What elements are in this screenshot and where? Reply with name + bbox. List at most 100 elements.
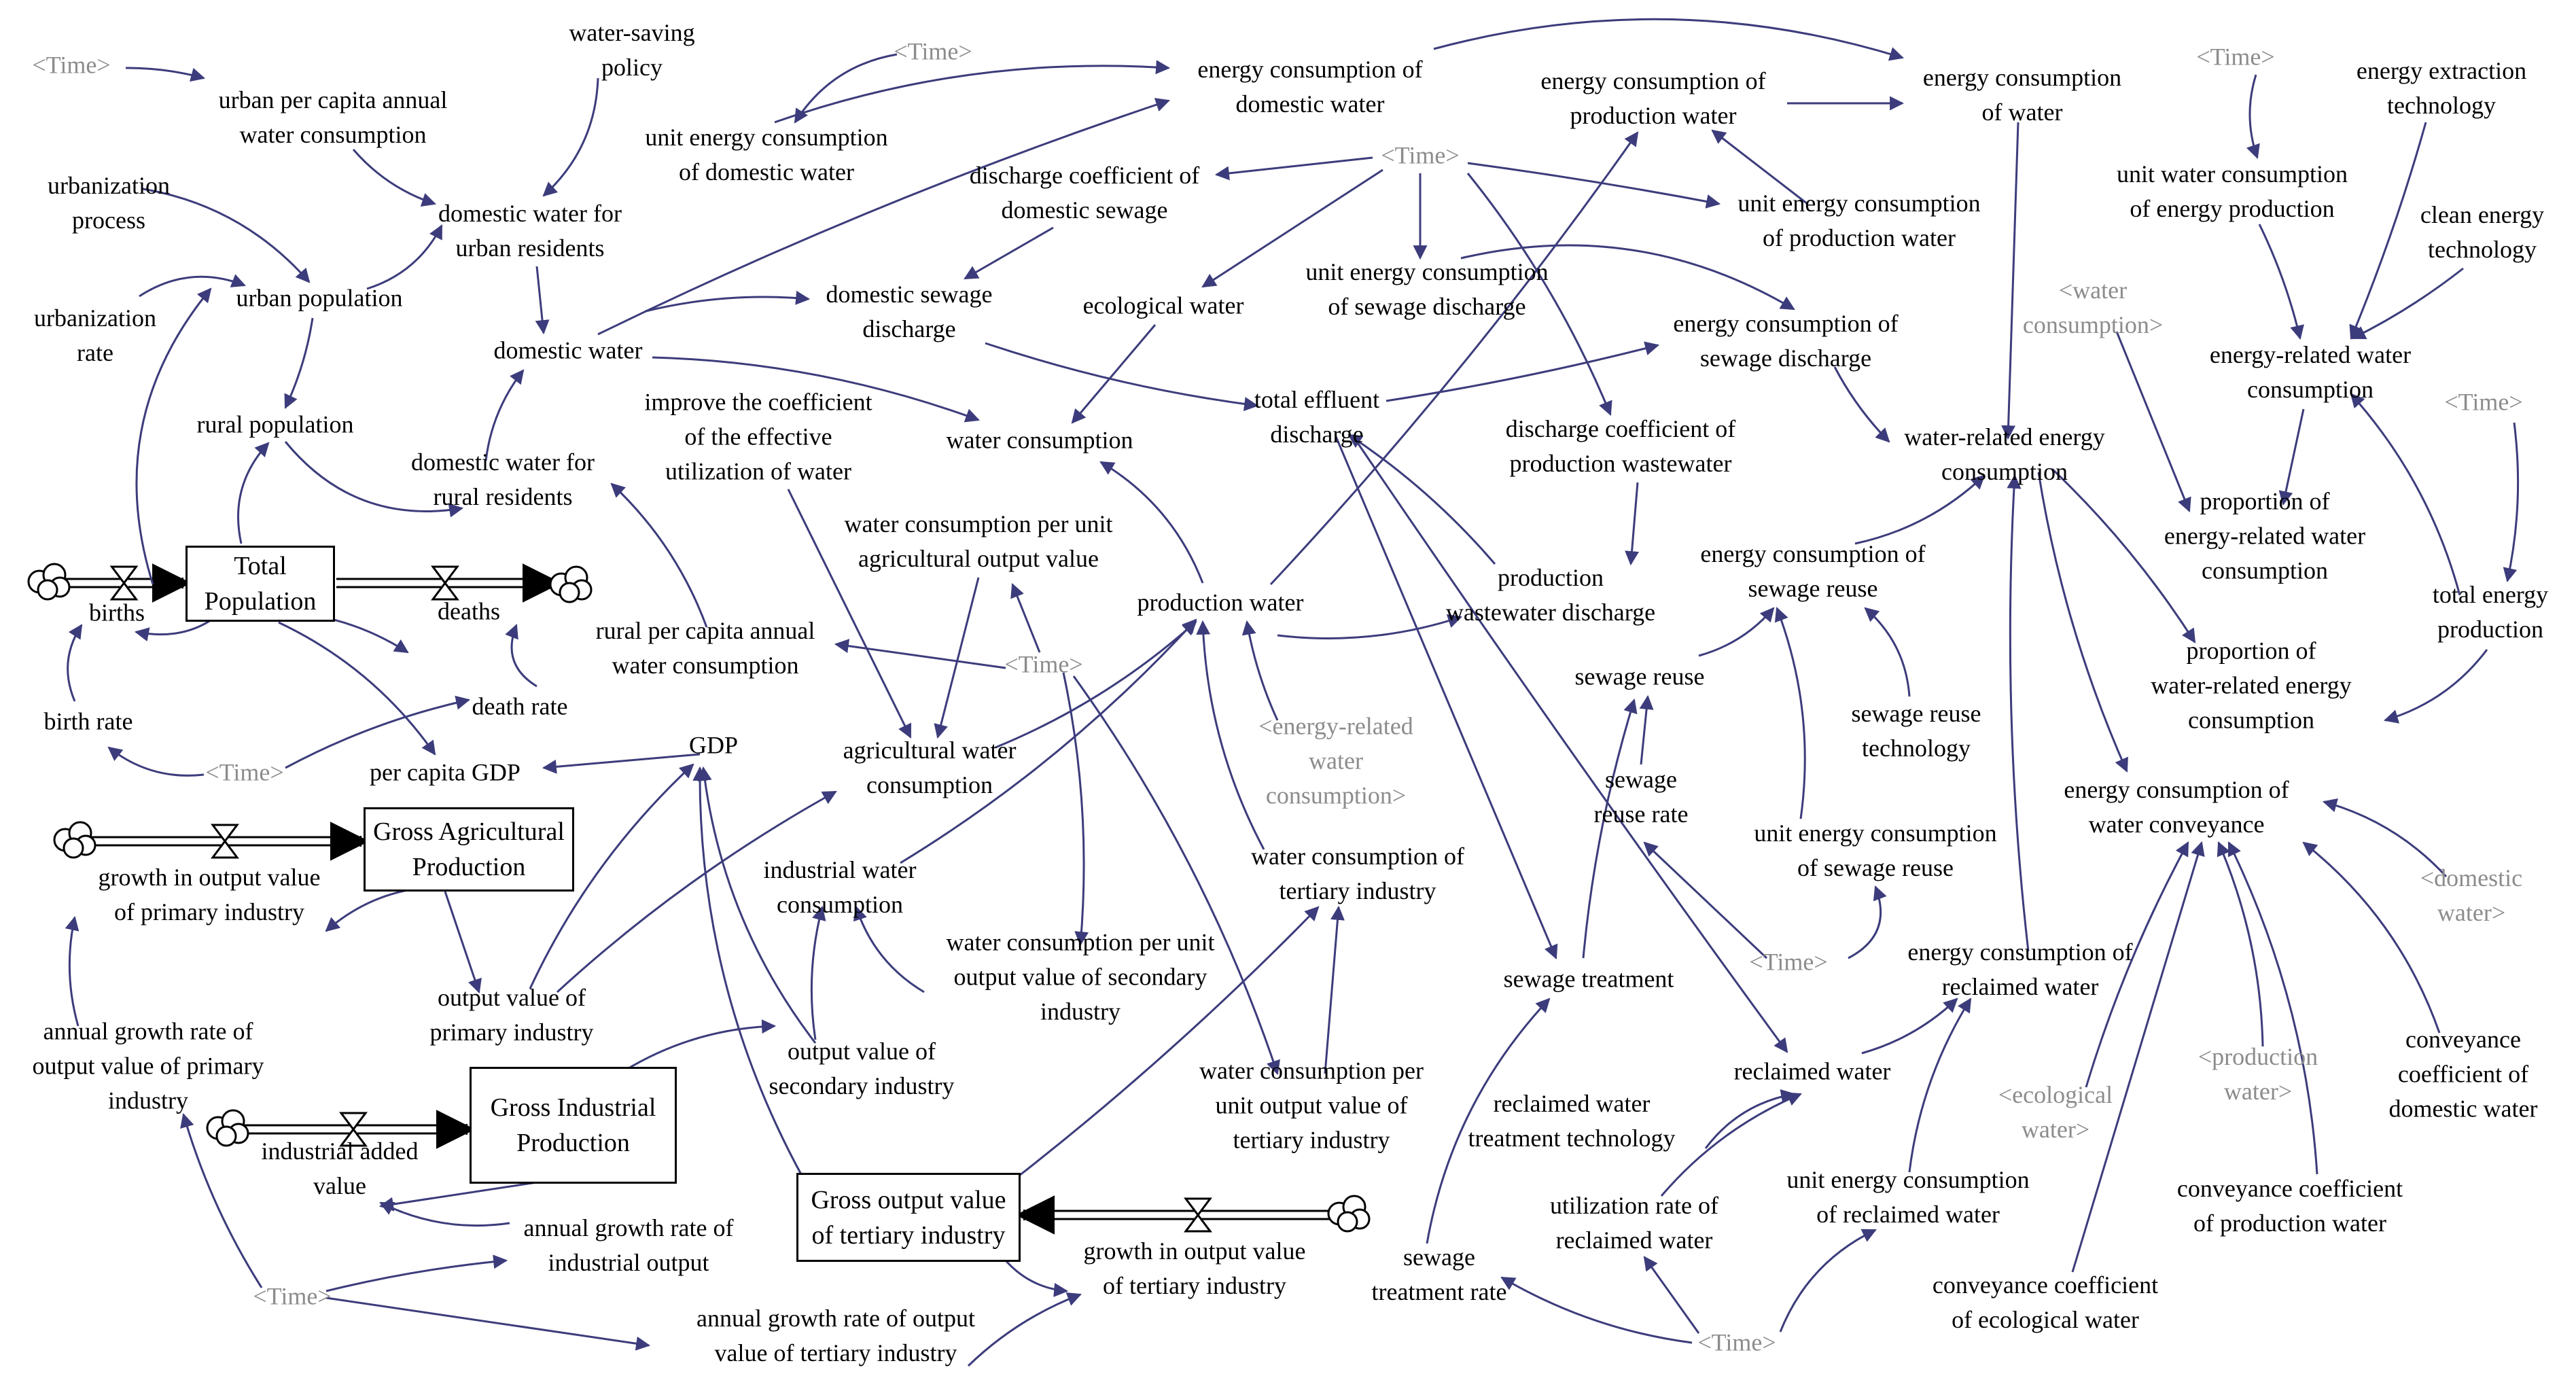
agricultural-water-consumption: agricultural water consumption [843,737,1017,798]
sewage-reuse-rate: sewage reuse rate [1593,766,1689,828]
time-shadow-1: <Time> [32,51,111,79]
reclaimed-water-treatment-technology: reclaimed water treatment technology [1468,1090,1676,1152]
link-outputprimary-gdp [529,763,694,989]
link-productionshadow-energyconveyance [2217,841,2264,1047]
link-urbanrate-urbanpop [139,274,246,298]
unit-energy-production-water: unit energy consumption of production wa… [1737,190,1981,251]
link-totaleffluent-reclaimedwater [1351,434,1788,1053]
link-productionwastewater-totaleffluent [1347,434,1496,565]
link-domesticwater-domesticsewage [645,290,811,313]
link-grossindustrial-outputsecondary [624,1019,777,1072]
link-domesticwater-waterconsumption [652,356,980,423]
ecological-water: ecological water [1082,292,1244,319]
link-domesticsewage-totaleffluent [985,342,1259,411]
total-energy-production: total energy production [2432,581,2549,643]
link-unitwaterenergy-energyrelated [2258,224,2304,340]
link-ruralpop-ruraldomestic [284,441,464,518]
annual-growth-industrial-output: annual growth rate of industrial output [523,1214,734,1276]
link-outputsecondary-gdp [697,766,817,1044]
link-time10-sewagetreatmentrate [1500,1276,1693,1344]
link-gdp-percapitagdp [542,753,701,774]
link-ecoshadow-energyconveyance [2085,841,2189,1088]
link-time7-birthrate [107,746,205,777]
industrial-added-source-cloud [206,1109,249,1147]
clean-energy-technology: clean energy technology [2420,201,2545,263]
link-waterperagri-agriwater [934,577,980,739]
stock-gross-agricultural-production: Gross Agricultural Production [364,807,574,892]
link-agriwater-productionwater [995,620,1197,749]
discharge-coefficient-production-wastewater: discharge coefficient of production wast… [1505,415,1736,477]
time-shadow-7: <Time> [205,758,284,786]
link-deathrate-deaths [505,624,537,688]
output-value-primary-industry: output value of primary industry [429,984,594,1046]
energy-consumption-domestic-water: energy consumption of domestic water [1197,56,1423,118]
link-utilization-reclaimedwater [1660,1092,1802,1197]
growth-output-primary-industry: growth in output value of primary indust… [98,864,321,925]
energy-consumption-of-water: energy consumption of water [1922,64,2122,126]
urban-per-capita-water: urban per capita annual water consumptio… [218,86,448,148]
link-time5-totalenergy [2503,422,2520,583]
stock-gross-industrial-production: Gross Industrial Production [470,1067,677,1184]
births-flow [65,563,192,603]
link-totalpop-urbanpop [135,287,212,585]
link-unitenergyreclaimed-energyreclaimed [1908,998,1972,1173]
water-consumption-shadow: <water consumption> [2022,277,2164,338]
link-sewagereuserate-sewagereuse [1639,694,1654,765]
unit-energy-sewage-reuse: unit energy consumption of sewage reuse [1754,819,1997,881]
link-annualgrowthprimary-growthprimary [65,915,80,1027]
reclaimed-water: reclaimed water [1733,1057,1891,1085]
flow-pipes [27,563,1371,1235]
link-cleanenergy-energyrelated [2351,267,2464,340]
gdp: GDP [688,731,739,759]
link-energyreclaimed-waterrelated [2007,474,2030,952]
link-conveyanceproduction-energyconveyance [2227,841,2318,1175]
rural-population: rural population [196,410,354,438]
link-grosstertiary-watertertiary [1019,906,1320,1177]
link-outputprimary-agriwater [556,790,837,993]
annual-growth-tertiary-industry: annual growth rate of output value of te… [696,1305,975,1366]
time-shadow-3: <Time> [2196,43,2275,71]
link-time6-waterperagri [1010,583,1041,653]
link-time8-sewagereuserate [1643,841,1768,959]
link-unitenergysewage-energysewage [1460,244,1795,311]
link-urbandomestic-domesticwater [535,266,550,335]
sewage-reuse: sewage reuse [1574,663,1705,690]
link-totalenergy-proportionenergyrel [2350,393,2461,596]
utilization-rate-reclaimed-water: utilization rate of reclaimed water [1550,1192,1718,1254]
rural-per-capita-water: rural per capita annual water consumptio… [595,617,815,679]
link-energysewage-waterrelated [1833,366,1890,443]
link-growthtertiaryflow-annualgrowthtertiary [967,1292,1082,1367]
link-time6-watertertiaryper [1072,675,1280,1075]
link-outputsecondary-industrialwater [810,905,826,1040]
link-time3-unitwaterenergy [2246,74,2260,159]
link-productionwater-waterconsumption [1099,461,1204,584]
energy-related-water-consumption: energy-related water consumption [2209,341,2412,403]
link-time6-ruralpercapita [834,639,1006,669]
link-sewagereuse-energysewagereuse [1698,607,1775,657]
domestic-water-shadow: <domestic water> [2420,864,2523,926]
link-time10-utilization [1643,1256,1700,1334]
water-saving-policy: water-saving policy [569,19,695,81]
births: births [88,599,145,627]
link-grosstertiary-growthtertiary [1004,1260,1069,1297]
link-reclaimedtech-reclaimedwater [1704,1089,1796,1149]
link-watertertiary-productionwater [1196,620,1265,850]
time-shadow-4: <Time> [1381,141,1460,169]
sewage-treatment-rate: sewage treatment rate [1371,1244,1507,1305]
link-totaleffluent-energysewage [1386,341,1660,402]
link-energyrelated-proportionenergyrel [2278,408,2305,506]
link-waterrelated-energyconveyance [2037,472,2128,773]
link-reclaimed-energyreclaimed [1861,998,1958,1055]
link-energydomestic-energywater [1433,18,1905,61]
domestic-sewage-discharge: domestic sewage discharge [826,281,993,342]
link-time9-annualgrowthtertiary [325,1297,651,1351]
link-domesticwater-energydomestic [597,98,1170,336]
time-shadow-5: <Time> [2444,388,2523,416]
link-time4-dischargecoefproduction [1466,173,1612,416]
link-ecological-waterconsumption [1071,324,1157,424]
time-shadow-6: <Time> [1004,650,1083,678]
link-totaleffluent-sewagetreatment [1334,434,1558,959]
production-water: production water [1137,588,1304,616]
energy-consumption-production-water: energy consumption of production water [1540,67,1766,129]
